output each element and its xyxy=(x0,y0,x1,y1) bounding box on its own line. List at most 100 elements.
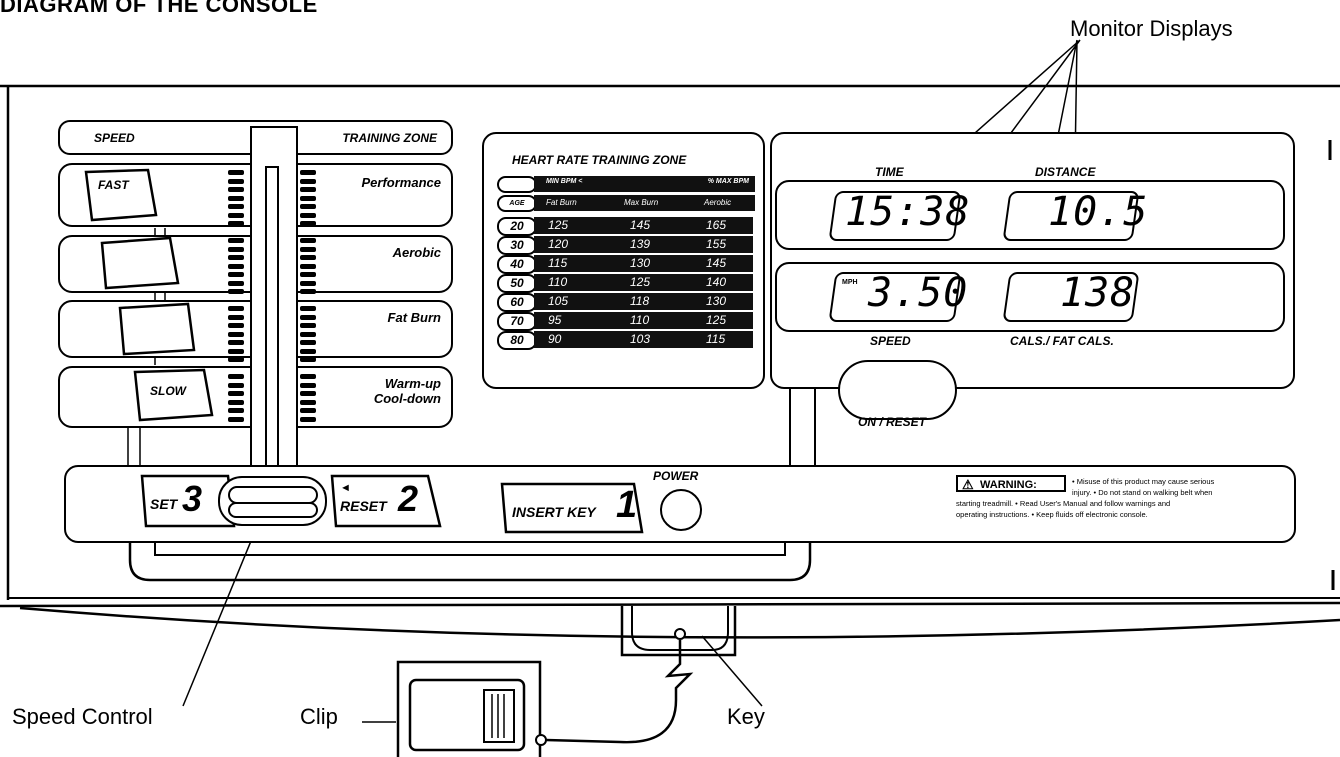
time-label: TIME xyxy=(875,165,904,179)
set-button-shape xyxy=(140,474,236,528)
hr-age: 50 xyxy=(497,274,537,293)
led-indicator xyxy=(300,374,316,379)
warning-line-3: starting treadmill. • Read User's Manual… xyxy=(956,499,1171,508)
hr-max-burn: 118 xyxy=(630,294,650,308)
led-indicator xyxy=(300,255,316,260)
zone-label-cooldown: Cool-down xyxy=(373,391,441,406)
led-indicator xyxy=(300,323,316,328)
led-indicator xyxy=(300,399,316,405)
led-indicator xyxy=(300,238,316,243)
power-button[interactable] xyxy=(660,489,702,531)
display-row-top xyxy=(775,180,1285,250)
bpm-max: % MAX BPM xyxy=(707,178,749,185)
page-title: DIAGRAM OF THE CONSOLE xyxy=(0,0,318,17)
hr-fat-burn: 125 xyxy=(548,218,569,232)
led-indicator xyxy=(300,187,316,192)
led-indicator xyxy=(228,272,244,277)
distance-value: 10.5 xyxy=(1048,189,1149,235)
led-indicator xyxy=(228,340,244,345)
led-indicator xyxy=(300,408,316,413)
led-indicator xyxy=(228,178,244,184)
hr-fat-burn: 120 xyxy=(548,237,569,251)
speed-control-knob[interactable] xyxy=(218,476,327,526)
set-button[interactable]: SET 3 xyxy=(138,472,238,532)
power-label: POWER xyxy=(653,469,699,483)
bpm-pill xyxy=(497,176,537,193)
led-indicator xyxy=(228,306,244,311)
hr-aerobic: 165 xyxy=(706,218,727,232)
on-reset-label: ON / RESET xyxy=(858,415,927,429)
led-indicator xyxy=(300,195,316,201)
monitor-panel xyxy=(770,132,1295,389)
header-aerobic: Aerobic xyxy=(704,198,732,207)
hr-age: 60 xyxy=(497,293,537,312)
speed-buttons xyxy=(84,168,214,422)
hr-max-burn: 110 xyxy=(630,313,650,327)
fast-button[interactable]: FAST xyxy=(98,178,129,192)
led-indicator xyxy=(300,212,316,218)
speed-slider-track[interactable] xyxy=(250,126,298,486)
led-indicator xyxy=(300,280,316,286)
hr-aerobic: 145 xyxy=(706,256,727,270)
on-reset-button[interactable] xyxy=(838,360,957,420)
led-indicator xyxy=(228,314,244,320)
led-indicator xyxy=(228,391,244,396)
led-indicator xyxy=(228,323,244,328)
reset-number: 2 xyxy=(398,478,419,519)
led-indicator xyxy=(300,314,316,320)
reset-button-shape xyxy=(330,474,442,528)
led-indicator xyxy=(300,221,316,226)
zone-label-aerobic: Aerobic xyxy=(392,245,441,260)
led-indicator xyxy=(228,289,244,294)
callout-speed-control: Speed Control xyxy=(12,704,153,729)
hr-max-burn: 103 xyxy=(630,332,651,346)
age-header: AGE xyxy=(497,195,537,212)
led-indicator xyxy=(228,263,244,269)
led-indicator xyxy=(300,263,316,269)
led-indicator xyxy=(228,382,244,388)
led-indicator xyxy=(300,204,316,209)
hr-fat-burn: 90 xyxy=(548,332,562,346)
hr-max-burn: 125 xyxy=(630,275,651,289)
speed-value: 3.50 xyxy=(868,270,969,316)
reset-button[interactable]: ◄ RESET 2 xyxy=(328,472,448,532)
led-indicator xyxy=(228,408,244,413)
warning-line-2: injury. • Do not stand on walking belt w… xyxy=(1072,488,1213,497)
led-indicator xyxy=(228,221,244,226)
led-indicator xyxy=(228,187,244,192)
hr-max-burn: 145 xyxy=(630,218,651,232)
led-indicator xyxy=(228,331,244,337)
display-row-bottom xyxy=(775,262,1285,332)
led-indicator xyxy=(228,195,244,201)
led-indicator xyxy=(300,382,316,388)
slow-button[interactable]: SLOW xyxy=(150,384,186,398)
insert-key-shape xyxy=(500,482,644,534)
led-indicator xyxy=(300,357,316,362)
bpm-header-bar: MIN BPM < % MAX BPM xyxy=(534,176,755,192)
speed-unit: MPH xyxy=(842,279,858,286)
heart-rate-title: HEART RATE TRAINING ZONE xyxy=(512,153,687,167)
hr-aerobic: 125 xyxy=(706,313,727,327)
zone-label-warmup: Warm-up xyxy=(384,376,441,391)
zone-label-fat-burn: Fat Burn xyxy=(387,310,441,325)
led-indicator xyxy=(300,289,316,294)
warning-badge: ⚠ WARNING: xyxy=(956,475,1066,492)
distance-label: DISTANCE xyxy=(1035,165,1096,179)
set-number: 3 xyxy=(182,478,203,519)
zone-label-performance: Performance xyxy=(361,175,441,190)
warning-triangle-icon: ⚠ xyxy=(962,477,974,492)
hr-age: 30 xyxy=(497,236,537,255)
insert-key-button[interactable]: INSERT KEY 1 xyxy=(498,480,648,538)
hr-age: 80 xyxy=(497,331,537,350)
set-label: SET xyxy=(150,496,178,512)
hr-age: 70 xyxy=(497,312,537,331)
